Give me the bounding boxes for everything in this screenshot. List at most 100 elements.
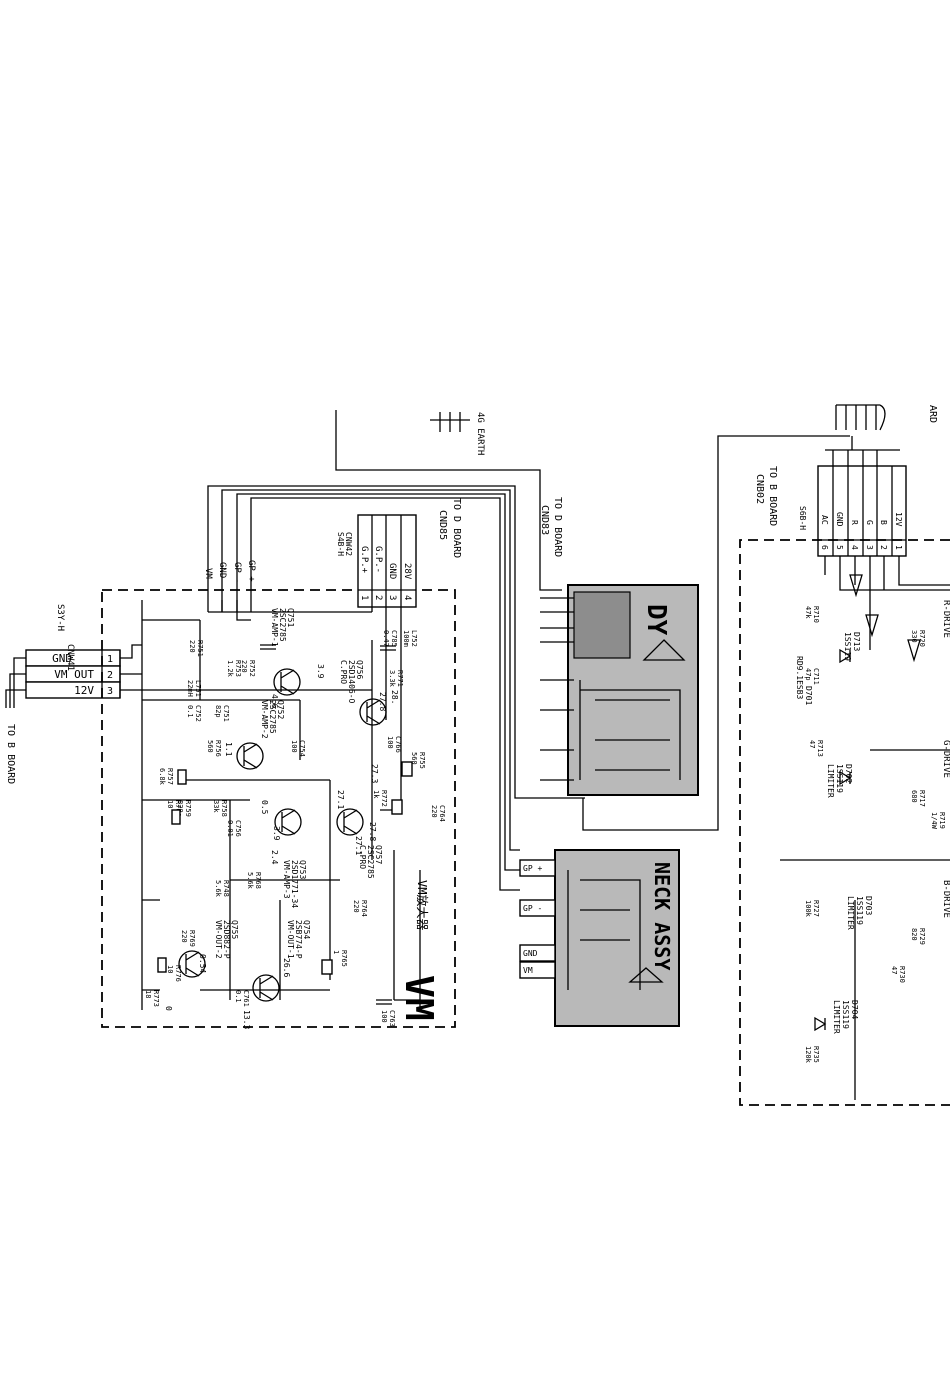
cnd85-pin4-label: 28V: [402, 563, 412, 580]
voltage-7: 28.: [390, 690, 399, 704]
cnd83-id: CND83: [539, 505, 550, 535]
r768-ref: R768: [254, 872, 262, 889]
voltage-0: 3.9: [316, 664, 325, 679]
cnw41-pin1-num: 1: [107, 654, 113, 665]
neck-label: NECK ASSY: [650, 862, 674, 970]
r769-ref: R769: [188, 930, 196, 947]
signal-gp-plus: GP +: [246, 560, 256, 582]
to-d-board-cnd83: TO D BOARD: [552, 497, 563, 557]
c754-value: 100: [290, 740, 298, 753]
r755-ref: R755: [418, 752, 426, 769]
d713-ref: D713: [852, 632, 861, 651]
transistor-q756: Q756 2SD1406-O C.PRO: [339, 660, 387, 726]
transistor-q751: Q751 2SC2785 VM-AMP-1: [270, 608, 301, 696]
r776-value: 10: [166, 965, 174, 973]
r771-ref: R771: [396, 670, 404, 687]
l751-ref: L751: [194, 680, 202, 697]
cnb02-pin1-num: 1: [894, 545, 903, 550]
voltage-11: 27.1: [336, 790, 345, 809]
c751-value: 82p: [214, 705, 222, 718]
r765-value: 1: [332, 950, 340, 954]
voltage-13: 13.3: [242, 1010, 251, 1029]
r748-value: 5.6k: [214, 880, 222, 898]
dy-assy: DY: [540, 435, 850, 831]
c756-value: 0.01: [226, 820, 234, 837]
r719-value: 1/4W: [930, 812, 938, 830]
cnd85-pin2-label: G.P.-: [373, 546, 383, 573]
signal-vm: VM: [203, 568, 213, 579]
q752-ref: Q752: [276, 700, 285, 719]
q757-ref: Q757: [374, 845, 383, 864]
component-labels: R751 220 C785 0.47 L752 100m R752 220 R7…: [144, 630, 446, 1027]
r758-value: 33k: [212, 800, 220, 813]
r752-ref: R752: [248, 660, 256, 677]
c752-value: 0.1: [186, 705, 194, 718]
c754-ref: C754: [298, 740, 306, 757]
cnd85-id: CND85: [437, 510, 448, 540]
vm-block-title: VM VM放大器: [397, 880, 441, 1021]
cnb02-pin6-label: AC: [820, 515, 829, 525]
component-symbols: [157, 644, 413, 1005]
q751-ref: Q751: [286, 608, 295, 627]
r710-value: 47k: [804, 606, 812, 619]
r759-value: 820: [176, 800, 184, 813]
q756-part: 2SD1406-O: [347, 660, 356, 704]
cnw42-type: S4B-H: [336, 532, 345, 556]
voltage-14: 0.54: [198, 954, 207, 973]
q755-part: 2SD882-P: [222, 920, 231, 959]
cnd85-pin2-num: 2: [373, 595, 383, 600]
vm-board-outline: [101, 589, 456, 1028]
transistor-q754: Q754 2SB774-P VM-OUT-1: [252, 920, 311, 1002]
r772-value: 1k: [372, 790, 380, 799]
voltage-1: 4.6: [270, 694, 279, 709]
q751-note: VM-AMP-1: [270, 608, 279, 647]
r769-value: 220: [180, 930, 188, 943]
voltage-6: 27.8: [378, 692, 387, 711]
c752-ref: C752: [194, 705, 202, 722]
r753-value: 1.2k: [226, 660, 234, 678]
note-b-drive: B-DRIVE: [941, 880, 950, 918]
d704-part: 1SS119: [841, 1000, 850, 1029]
r772-ref: R772: [380, 790, 388, 807]
r757-value: 6.8k: [158, 768, 166, 786]
transistor-q757: Q757 2SC2785 C.PRO: [336, 808, 383, 879]
q752-note: VM-AMP-2: [260, 700, 269, 739]
c761-ref: C761: [242, 990, 250, 1007]
q754-ref: Q754: [302, 920, 311, 939]
dy-label: DY: [641, 604, 671, 636]
cnd85-pin1-num: 1: [359, 595, 369, 600]
r776-ref: R776: [174, 965, 182, 982]
c766-value: 100: [386, 736, 394, 749]
vm-signal-bus: VM GND GP - GP +: [203, 485, 585, 891]
c764-value: 220: [430, 805, 438, 818]
r727-ref: R727: [812, 900, 820, 917]
l751-value: 22mH: [186, 680, 194, 697]
signal-gnd: GND: [217, 562, 227, 578]
voltage-3: 0.5: [260, 800, 269, 815]
q751-part: 2SC2785: [278, 608, 287, 642]
c761-value: 0.1: [234, 990, 242, 1003]
voltage-8: 27.3: [370, 764, 379, 783]
r751-ref: R751: [196, 640, 204, 657]
right-header-clip: ARD: [927, 405, 938, 423]
q754-part: 2SB774-P: [294, 920, 303, 959]
cnb02-pin4-num: 4: [850, 545, 859, 550]
r751-value: 220: [188, 640, 196, 653]
c711-ref: C711: [812, 668, 820, 685]
cnd85-pin1-label: G.P.+: [359, 546, 369, 574]
r729-value: 820: [910, 928, 918, 941]
r730-ref: R730: [898, 966, 906, 983]
voltage-2: 1.1: [224, 742, 233, 757]
r764-ref: R764: [360, 900, 368, 917]
cnb02-pin3-num: 3: [865, 545, 874, 550]
r717-value: 680: [910, 790, 918, 803]
cnw41-pin1-label: GND: [52, 652, 72, 665]
vm-subtitle: VM放大器: [415, 880, 430, 930]
q756-ref: Q756: [355, 660, 364, 679]
cnb02-pin2-label: B: [879, 520, 888, 525]
cnb02-pin5-label: GND: [835, 512, 844, 527]
r757-ref: R757: [166, 768, 174, 785]
c756-ref: C756: [234, 820, 242, 837]
d703-note: LIMITER: [846, 896, 855, 930]
